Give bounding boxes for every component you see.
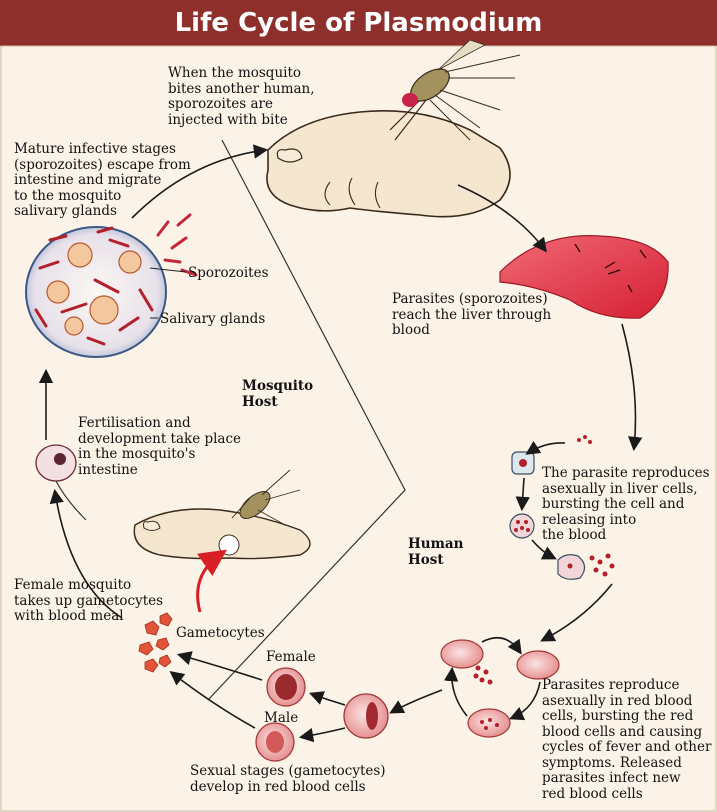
arrow-bite-to-liver — [457, 184, 547, 253]
cycle-arrows — [38, 144, 643, 743]
arrow-liver-cell-1 — [515, 477, 530, 512]
label-human-host: Human Host — [408, 536, 464, 568]
caption-female-mosquito: Female mosquito takes up gametocytes wit… — [14, 577, 164, 624]
arrow-rbc-1 — [481, 636, 522, 655]
caption-mature-stages: Mature infective stages (sporozoites) es… — [14, 141, 191, 219]
label-gametocytes: Gametocytes — [176, 625, 265, 641]
arrow-liver-to-cells — [621, 323, 643, 452]
host-divider-line — [207, 139, 406, 701]
hand-bite-illustration — [266, 39, 521, 218]
caption-liver: Parasites (sporozoites) reach the liver … — [392, 291, 552, 338]
liver-cell-stages — [509, 435, 615, 580]
arrow-rbc-2 — [509, 681, 541, 721]
caption-mosquito-bite: When the mosquito bites another human, s… — [168, 65, 315, 128]
male-gametocyte — [255, 722, 295, 762]
arrow-male-to-gametocytes — [169, 671, 256, 729]
arrow-gland-to-bite — [131, 144, 269, 219]
rbc-cycle — [440, 639, 560, 738]
frame-border — [0, 45, 717, 812]
label-mosquito-host: Mosquito Host — [242, 378, 314, 410]
female-gametocyte — [266, 667, 306, 707]
infected-rbc — [343, 693, 389, 739]
salivary-gland-illustration — [25, 213, 198, 358]
caption-liver-reproduce: The parasite reproduces asexually in liv… — [542, 465, 710, 543]
arrow-rbc-3 — [443, 666, 468, 717]
hand-bloodmeal-illustration — [133, 469, 311, 560]
arrow-female-to-gametocytes — [176, 651, 263, 681]
oocyst-illustration — [35, 444, 87, 521]
caption-rbc-reproduce: Parasites reproduce asexually in red blo… — [542, 677, 712, 802]
diagram-title: Life Cycle of Plasmodium — [0, 0, 717, 46]
label-sporozoites: Sporozoites — [188, 265, 269, 281]
gametocytes-cluster — [138, 612, 173, 673]
label-male: Male — [264, 710, 299, 726]
label-female: Female — [266, 649, 316, 665]
label-salivary-glands: Salivary glands — [160, 311, 266, 327]
arrow-to-female — [309, 691, 346, 706]
caption-fertilisation: Fertilisation and development take place… — [78, 415, 242, 478]
arrow-to-rbc — [540, 583, 613, 642]
arrow-cells-loop — [525, 440, 566, 455]
arrow-to-oocyst — [49, 488, 123, 619]
arrow-to-male — [298, 727, 346, 743]
caption-sexual-stages: Sexual stages (gametocytes) develop in r… — [190, 763, 386, 795]
arrow-liver-cell-2 — [531, 539, 557, 560]
arrow-to-infected-rbc — [389, 689, 443, 714]
liver-illustration — [499, 235, 669, 319]
red-highlight-arrow — [196, 549, 227, 613]
